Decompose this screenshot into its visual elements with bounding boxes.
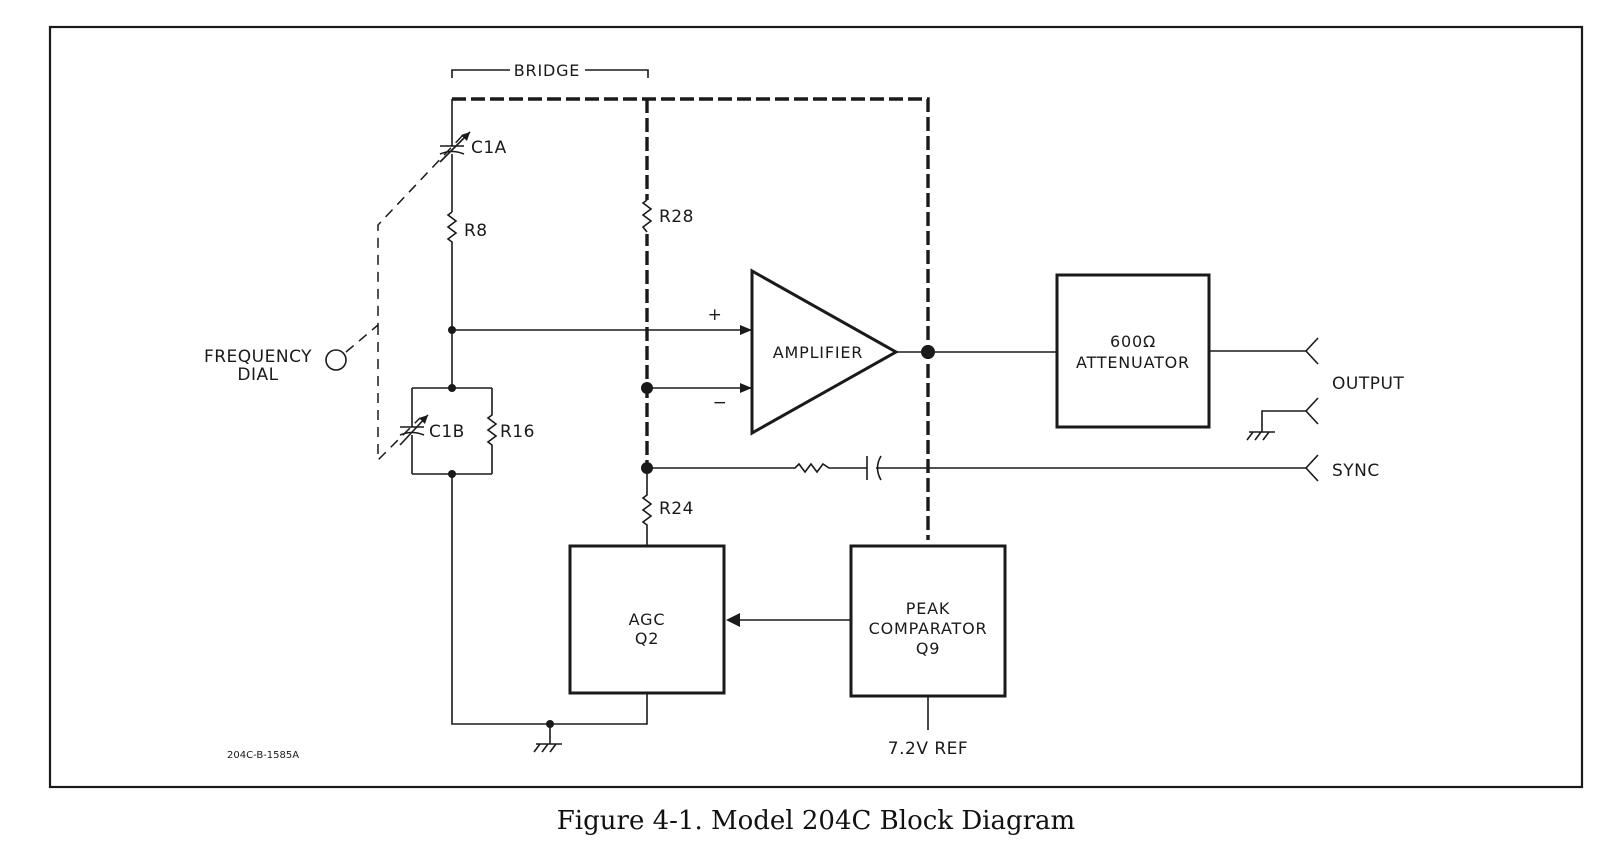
amplifier-triangle: [750, 268, 900, 436]
c1b-label: C1B: [429, 422, 465, 442]
peak-line1: PEAK: [906, 599, 950, 618]
r28-label: R28: [659, 207, 694, 227]
peak-comparator-box: [849, 544, 1007, 698]
c1a-capacitor: [439, 99, 471, 212]
arrow-plus-input: [740, 325, 752, 335]
sync-connector: [1304, 454, 1319, 482]
r28-resistor: [641, 199, 653, 234]
dial-label: DIAL: [237, 365, 278, 385]
wire-sync: [647, 462, 867, 474]
peak-line2: COMPARATOR: [869, 619, 988, 638]
output-label: OUTPUT: [1332, 374, 1404, 394]
diagram-frame: [48, 25, 1584, 789]
ground-symbol-bottom: [533, 724, 562, 753]
drawing-number: 204C-B-1585A: [227, 750, 299, 761]
peak-line3: Q9: [916, 639, 940, 658]
r24-resistor: [641, 468, 653, 546]
arrow-peak-to-agc: [726, 613, 740, 627]
agc-line1: AGC: [629, 610, 666, 629]
r8-label: R8: [464, 221, 488, 241]
bridge-label: BRIDGE: [514, 61, 580, 80]
attenuator-line1: 600Ω: [1110, 332, 1156, 351]
arrow-minus-input: [740, 383, 752, 393]
plus-sign: +: [708, 305, 723, 325]
output-connector-signal: [1304, 337, 1319, 365]
agc-box: [568, 544, 726, 695]
bridge-loop: [452, 97, 930, 540]
r8-resistor: [446, 211, 458, 330]
c1a-label: C1A: [471, 138, 507, 158]
frequency-label: FREQUENCY: [204, 347, 312, 367]
r24-label: R24: [659, 499, 694, 519]
output-connector-ground: [1246, 397, 1319, 441]
ref-label: 7.2V REF: [888, 739, 968, 759]
frequency-dial-knob: [325, 349, 347, 371]
agc-line2: Q2: [635, 629, 659, 648]
junction-amp-output: [921, 345, 935, 359]
r16-label: R16: [500, 422, 535, 442]
figure-caption: Figure 4-1. Model 204C Block Diagram: [557, 806, 1075, 836]
sync-label: SYNC: [1332, 461, 1380, 481]
attenuator-line2: ATTENUATOR: [1076, 353, 1190, 372]
amplifier-label: AMPLIFIER: [773, 343, 863, 362]
attenuator-box: [1055, 273, 1211, 429]
gang-linkage: [345, 133, 465, 462]
minus-sign: −: [713, 393, 728, 413]
bridge-bracket: [451, 69, 649, 78]
